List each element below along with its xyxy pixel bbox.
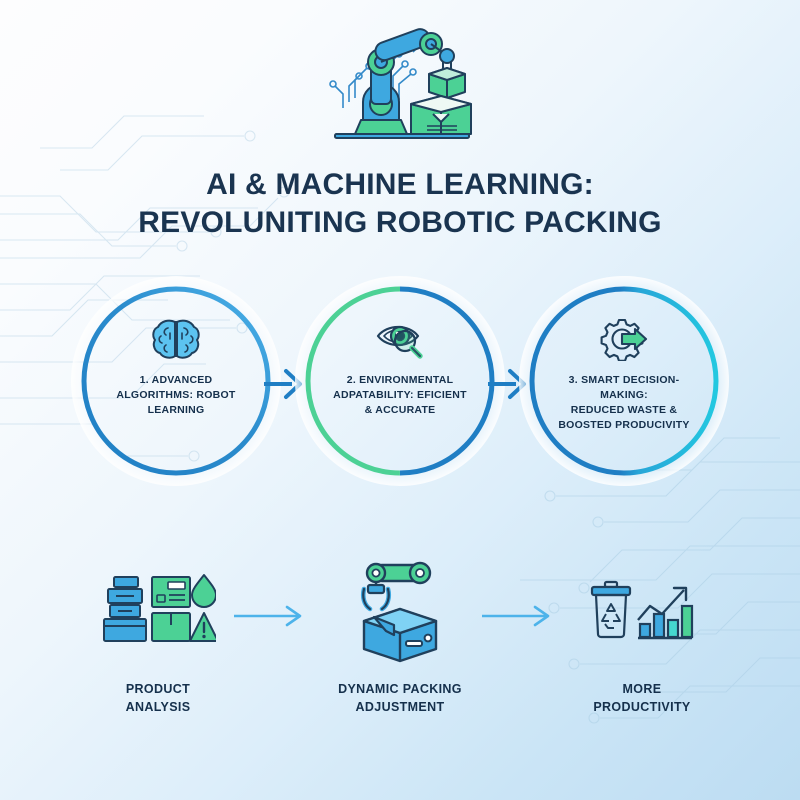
flow-item-product-analysis[interactable]: PRODUCT ANALYSIS bbox=[48, 556, 268, 716]
title-line-2: REVOLUNITING ROBOTIC PACKING bbox=[138, 206, 662, 239]
brain-icon bbox=[152, 319, 200, 359]
flow-1-label-line-2: ANALYSIS bbox=[125, 700, 191, 714]
step-2-content: 2. ENVIRONMENTAL ADPATABILITY: EFICIENT … bbox=[308, 289, 492, 473]
flow-2-label: DYNAMIC PACKING ADJUSTMENT bbox=[338, 680, 462, 716]
step-3-content: 3. SMART DECISION-MAKING: REDUCED WASTE … bbox=[532, 289, 716, 473]
step-card-3[interactable]: 3. SMART DECISION-MAKING: REDUCED WASTE … bbox=[519, 276, 729, 486]
product-boxes-droplet-warning-icon bbox=[103, 574, 216, 642]
page-title: AI & MACHINE LEARNING: REVOLUNITING ROBO… bbox=[0, 166, 800, 242]
flow-3-label: MORE PRODUCTIVITY bbox=[593, 680, 690, 716]
flow-2-label-line-1: DYNAMIC PACKING bbox=[338, 682, 462, 696]
recycle-bin-growth-chart-icon bbox=[590, 580, 694, 640]
step-1-label: 1. ADVANCED ALGORITHMS: ROBOT LEARNING bbox=[97, 373, 255, 418]
step-2-ring bbox=[305, 286, 495, 476]
step-3-label-line-3: BOOSTED PRODUCIVITY bbox=[558, 419, 690, 431]
flow-1-label: PRODUCT ANALYSIS bbox=[126, 680, 191, 716]
eye-magnifier-icon bbox=[376, 325, 423, 359]
step-card-1[interactable]: 1. ADVANCED ALGORITHMS: ROBOT LEARNING bbox=[71, 276, 281, 486]
arrow-right-icon-1 bbox=[234, 605, 302, 627]
step-card-2[interactable]: 2. ENVIRONMENTAL ADPATABILITY: EFICIENT … bbox=[295, 276, 505, 486]
step-2-label-line-1: 2. ENVIRONMENTAL bbox=[346, 374, 454, 386]
flow-3-label-line-2: PRODUCTIVITY bbox=[593, 700, 691, 714]
step-1-ring bbox=[81, 286, 271, 476]
step-1-label-line-3: LEARNING bbox=[147, 404, 205, 416]
flow-row: PRODUCT ANALYSIS bbox=[0, 556, 800, 736]
step-3-halo bbox=[519, 276, 729, 486]
flow-3-label-line-1: MORE bbox=[622, 682, 662, 696]
arrow-right-icon-2 bbox=[482, 605, 550, 627]
robotic-arm-packing-icon bbox=[329, 28, 472, 139]
step-3-label: 3. SMART DECISION-MAKING: REDUCED WASTE … bbox=[545, 373, 703, 433]
step-2-label-line-3: & ACCURATE bbox=[364, 404, 436, 416]
step-1-halo bbox=[71, 276, 281, 486]
step-1-label-line-2: ALGORITHMS: ROBOT bbox=[116, 389, 236, 401]
step-1-content: 1. ADVANCED ALGORITHMS: ROBOT LEARNING bbox=[84, 289, 268, 473]
step-2-label: 2. ENVIRONMENTAL ADPATABILITY: EFICIENT … bbox=[321, 373, 479, 418]
step-3-label-line-2: REDUCED WASTE & bbox=[570, 404, 678, 416]
flow-3-icon-wrap bbox=[588, 556, 696, 666]
flow-item-dynamic-packing[interactable]: DYNAMIC PACKING ADJUSTMENT bbox=[290, 556, 510, 716]
flow-2-label-line-2: ADJUSTMENT bbox=[355, 700, 445, 714]
flow-1-icon-wrap bbox=[100, 556, 216, 666]
flow-1-label-line-1: PRODUCT bbox=[125, 682, 191, 696]
steps-row: 1. ADVANCED ALGORITHMS: ROBOT LEARNING bbox=[0, 276, 800, 486]
step-1-label-line-1: 1. ADVANCED bbox=[139, 374, 213, 386]
step-2-label-line-2: ADPATABILITY: EFICIENT bbox=[333, 389, 467, 401]
robot-claw-box-icon bbox=[360, 561, 438, 663]
step-3-label-line-1: 3. SMART DECISION-MAKING: bbox=[568, 374, 680, 401]
step-2-halo bbox=[295, 276, 505, 486]
step-3-ring bbox=[529, 286, 719, 476]
flow-2-icon-wrap bbox=[350, 556, 450, 666]
title-line-1: AI & MACHINE LEARNING: bbox=[206, 168, 594, 201]
flow-item-more-productivity[interactable]: MORE PRODUCTIVITY bbox=[532, 556, 752, 716]
gear-arrow-icon bbox=[600, 318, 648, 361]
